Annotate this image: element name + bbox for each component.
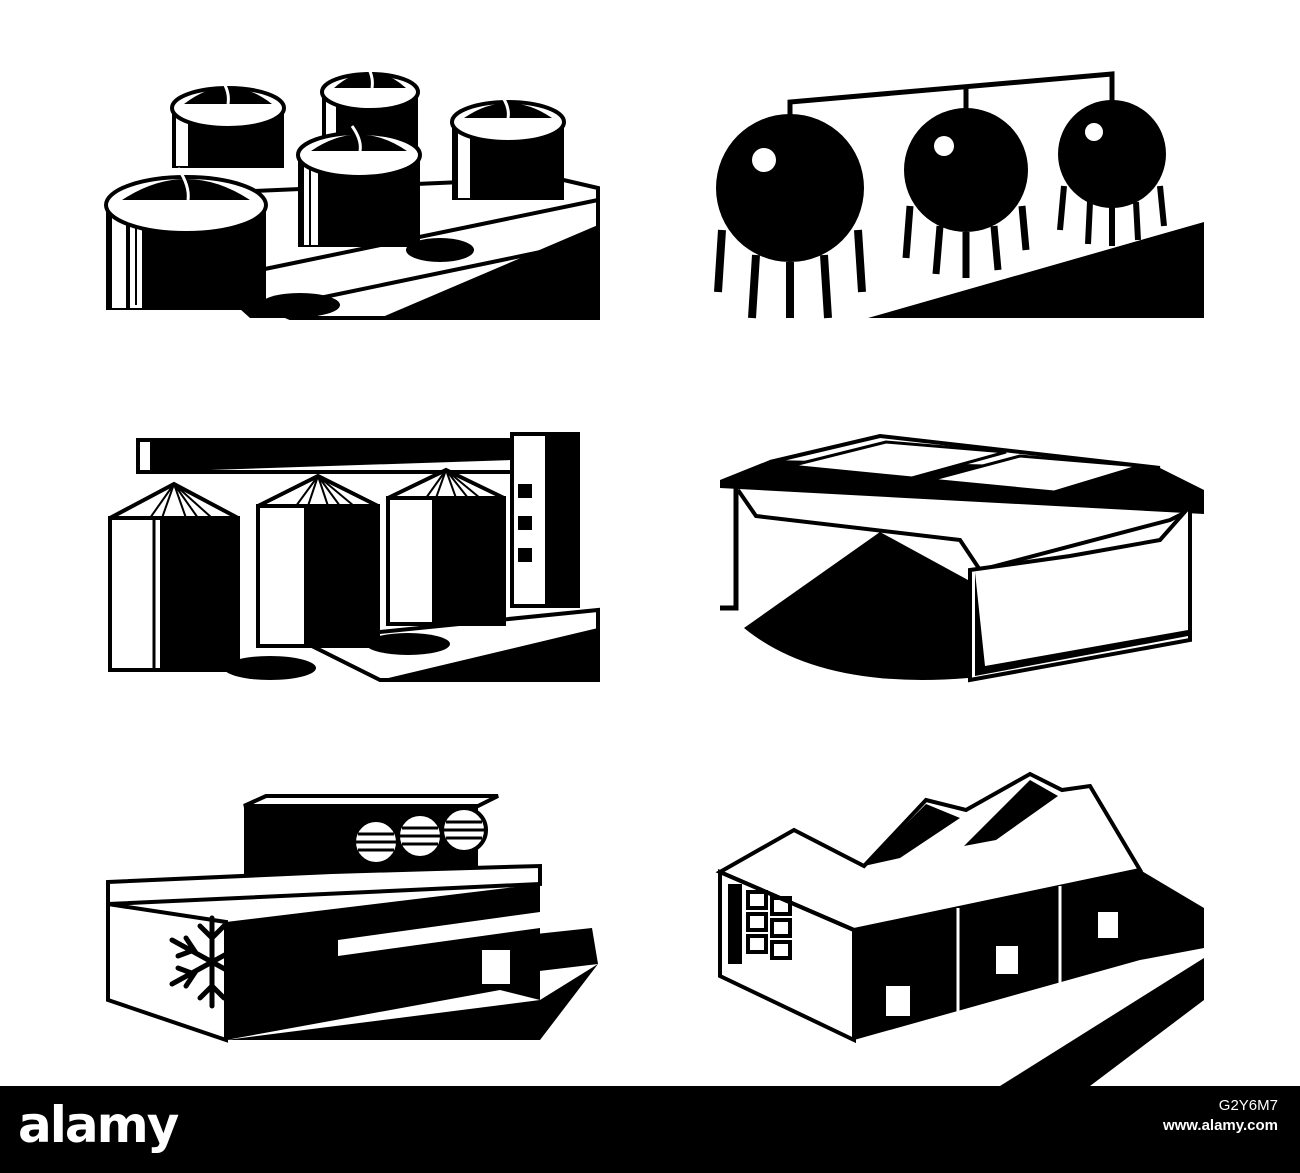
warehouse-illustration [104, 63, 1204, 1086]
sphere-tank-middle [902, 108, 1030, 278]
tank-front-middle [296, 125, 474, 262]
grain-silos-panel [108, 432, 600, 682]
tank-back-left [170, 79, 286, 168]
elevator-tower [510, 432, 580, 608]
stock-info: G2Y6M7 www.alamy.com [1163, 1096, 1278, 1137]
spherical-gas-tanks-panel [714, 71, 1204, 319]
alamy-logo: alamy [18, 1096, 179, 1154]
silo-right [386, 467, 506, 626]
sphere-tank-right [1057, 100, 1167, 246]
tank-front-left [104, 167, 340, 317]
oil-storage-tanks-panel [104, 63, 600, 320]
cold-storage-warehouse-panel [106, 794, 598, 1043]
silo-middle [256, 473, 450, 655]
image-id: G2Y6M7 [1218, 1097, 1278, 1114]
watermark-bar: alamy G2Y6M7 www.alamy.com [0, 1086, 1300, 1173]
site-url: www.alamy.com [1162, 1117, 1278, 1135]
silo-left [108, 481, 316, 680]
roof-cooling-unit [243, 794, 499, 894]
snowflake-icon [169, 915, 255, 1009]
bulk-material-shed-panel [720, 433, 1204, 683]
material-heap [744, 532, 968, 680]
tank-back-right [450, 95, 566, 200]
sphere-tank-left [714, 114, 866, 319]
sawtooth-warehouse-panel [715, 771, 1204, 1086]
